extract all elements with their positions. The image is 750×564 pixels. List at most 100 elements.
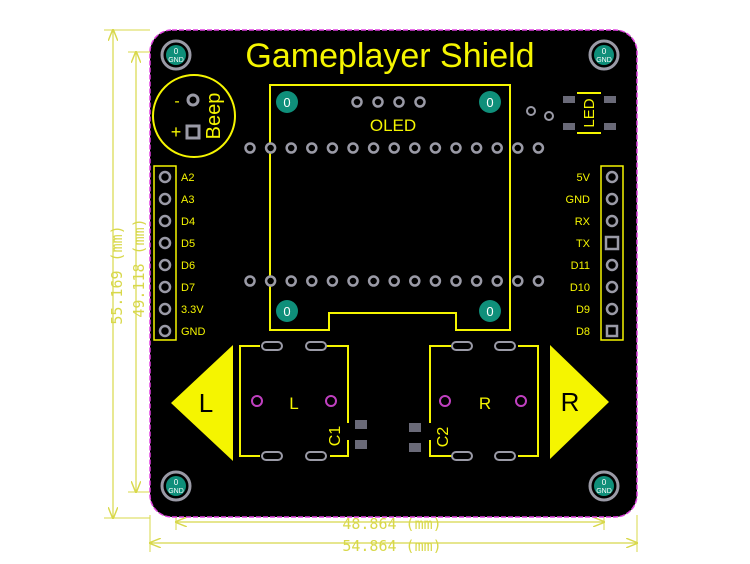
header-pad xyxy=(429,142,442,154)
buzzer-minus-label: - xyxy=(174,93,179,110)
mount-hole-sublabel: GND xyxy=(168,488,184,495)
oled-hole-bottom-right: 0 xyxy=(479,300,501,322)
pin-label: D6 xyxy=(181,260,195,272)
oled-module: OLED 0 0 0 0 xyxy=(269,84,511,331)
oled-pin xyxy=(414,96,426,108)
header-pad xyxy=(367,142,380,154)
led-label: LED xyxy=(581,98,598,127)
led-pad xyxy=(604,123,616,130)
svg-text:0: 0 xyxy=(486,95,493,110)
led-via xyxy=(526,106,536,116)
pin-pad xyxy=(605,214,619,228)
mount-hole-top-left: 0 GND xyxy=(160,39,192,71)
header-pad xyxy=(409,142,421,154)
buzzer-pad-minus xyxy=(186,93,200,107)
header-pad xyxy=(491,142,503,154)
header-pad xyxy=(306,275,318,287)
pin-label: D7 xyxy=(181,282,195,294)
dim-outer-width: 54.864 (mm) xyxy=(342,537,441,555)
led: LED xyxy=(526,92,616,134)
oled-hole-top-left: 0 xyxy=(276,91,298,113)
pin-pad xyxy=(605,170,619,184)
left-arrow-marker: L xyxy=(171,345,233,461)
pin-pad xyxy=(605,192,619,206)
svg-text:0: 0 xyxy=(283,304,290,319)
header-pad xyxy=(450,275,462,287)
header-pad xyxy=(244,275,256,287)
svg-text:0: 0 xyxy=(283,95,290,110)
mount-hole-bottom-left: 0 GND xyxy=(160,470,192,502)
pin-pad xyxy=(605,302,619,316)
pin-label: 5V xyxy=(577,172,591,184)
header-row-top xyxy=(244,142,545,154)
right-push-button: R xyxy=(429,341,539,461)
header-pad xyxy=(244,142,256,154)
mount-hole-label: 0 xyxy=(174,47,179,56)
pin-pad xyxy=(158,302,172,316)
led-via xyxy=(544,111,554,121)
header-row-bottom xyxy=(244,275,545,287)
led-pad xyxy=(563,96,575,103)
oled-pin xyxy=(393,96,405,108)
pin-pad xyxy=(158,236,172,250)
header-pad xyxy=(409,275,421,287)
header-pad xyxy=(470,275,483,287)
header-pad xyxy=(285,142,297,154)
cap1-label: C1 xyxy=(327,426,344,447)
pin-pad xyxy=(605,324,619,338)
oled-hole-top-right: 0 xyxy=(479,91,501,113)
header-pad xyxy=(388,142,400,154)
dim-inner-width: 48.864 (mm) xyxy=(342,515,441,533)
pin-label: D11 xyxy=(571,260,590,272)
pin-pad-square xyxy=(604,235,620,251)
buzzer-plus-label: + xyxy=(171,122,182,142)
pin-pad xyxy=(605,258,619,272)
left-push-button: L xyxy=(239,341,349,461)
pin-label: A2 xyxy=(181,172,194,184)
pin-label: RX xyxy=(575,216,591,228)
pin-pad xyxy=(158,214,172,228)
dim-outer-height: 55.169 (mm) xyxy=(108,225,126,324)
oled-pin xyxy=(372,96,384,108)
oled-hole-bottom-left: 0 xyxy=(276,300,298,322)
oled-pin xyxy=(351,96,363,108)
left-button-label: L xyxy=(289,394,298,413)
header-pad xyxy=(367,275,380,287)
header-pad xyxy=(512,142,524,154)
header-pad xyxy=(532,275,545,287)
pin-label: D9 xyxy=(576,304,590,316)
mount-hole-bottom-right: 0 GND xyxy=(588,470,620,502)
pin-label: GND xyxy=(181,326,206,338)
board-title: Gameplayer Shield xyxy=(245,37,534,75)
pin-label: TX xyxy=(576,238,591,250)
header-pad xyxy=(306,142,318,154)
pin-pad xyxy=(158,170,172,184)
svg-text:0: 0 xyxy=(486,304,493,319)
mount-hole-sublabel: GND xyxy=(596,488,612,495)
mount-hole-label: 0 xyxy=(602,478,607,487)
led-pad xyxy=(604,96,616,103)
header-pad xyxy=(491,275,503,287)
capacitor-c2: C2 xyxy=(409,423,452,452)
dimension-lines xyxy=(104,30,637,552)
buzzer-pad-plus xyxy=(185,124,201,140)
right-arrow-label: R xyxy=(561,387,580,417)
oled-header-pins xyxy=(351,96,426,108)
header-pad xyxy=(470,142,483,154)
pin-pad xyxy=(158,192,172,206)
pin-label: 3.3V xyxy=(181,304,204,316)
pin-pad xyxy=(158,324,172,338)
header-pad xyxy=(512,275,524,287)
pin-pad xyxy=(605,280,619,294)
dim-inner-height: 49.118 (mm) xyxy=(130,218,148,317)
pin-label: D4 xyxy=(181,216,195,228)
right-arrow-marker: R xyxy=(550,345,609,459)
pin-pad xyxy=(158,258,172,272)
pin-pad xyxy=(158,280,172,294)
mount-hole-sublabel: GND xyxy=(168,57,184,64)
header-pad xyxy=(285,275,297,287)
header-pad xyxy=(326,275,339,287)
pin-label: D5 xyxy=(181,238,195,250)
